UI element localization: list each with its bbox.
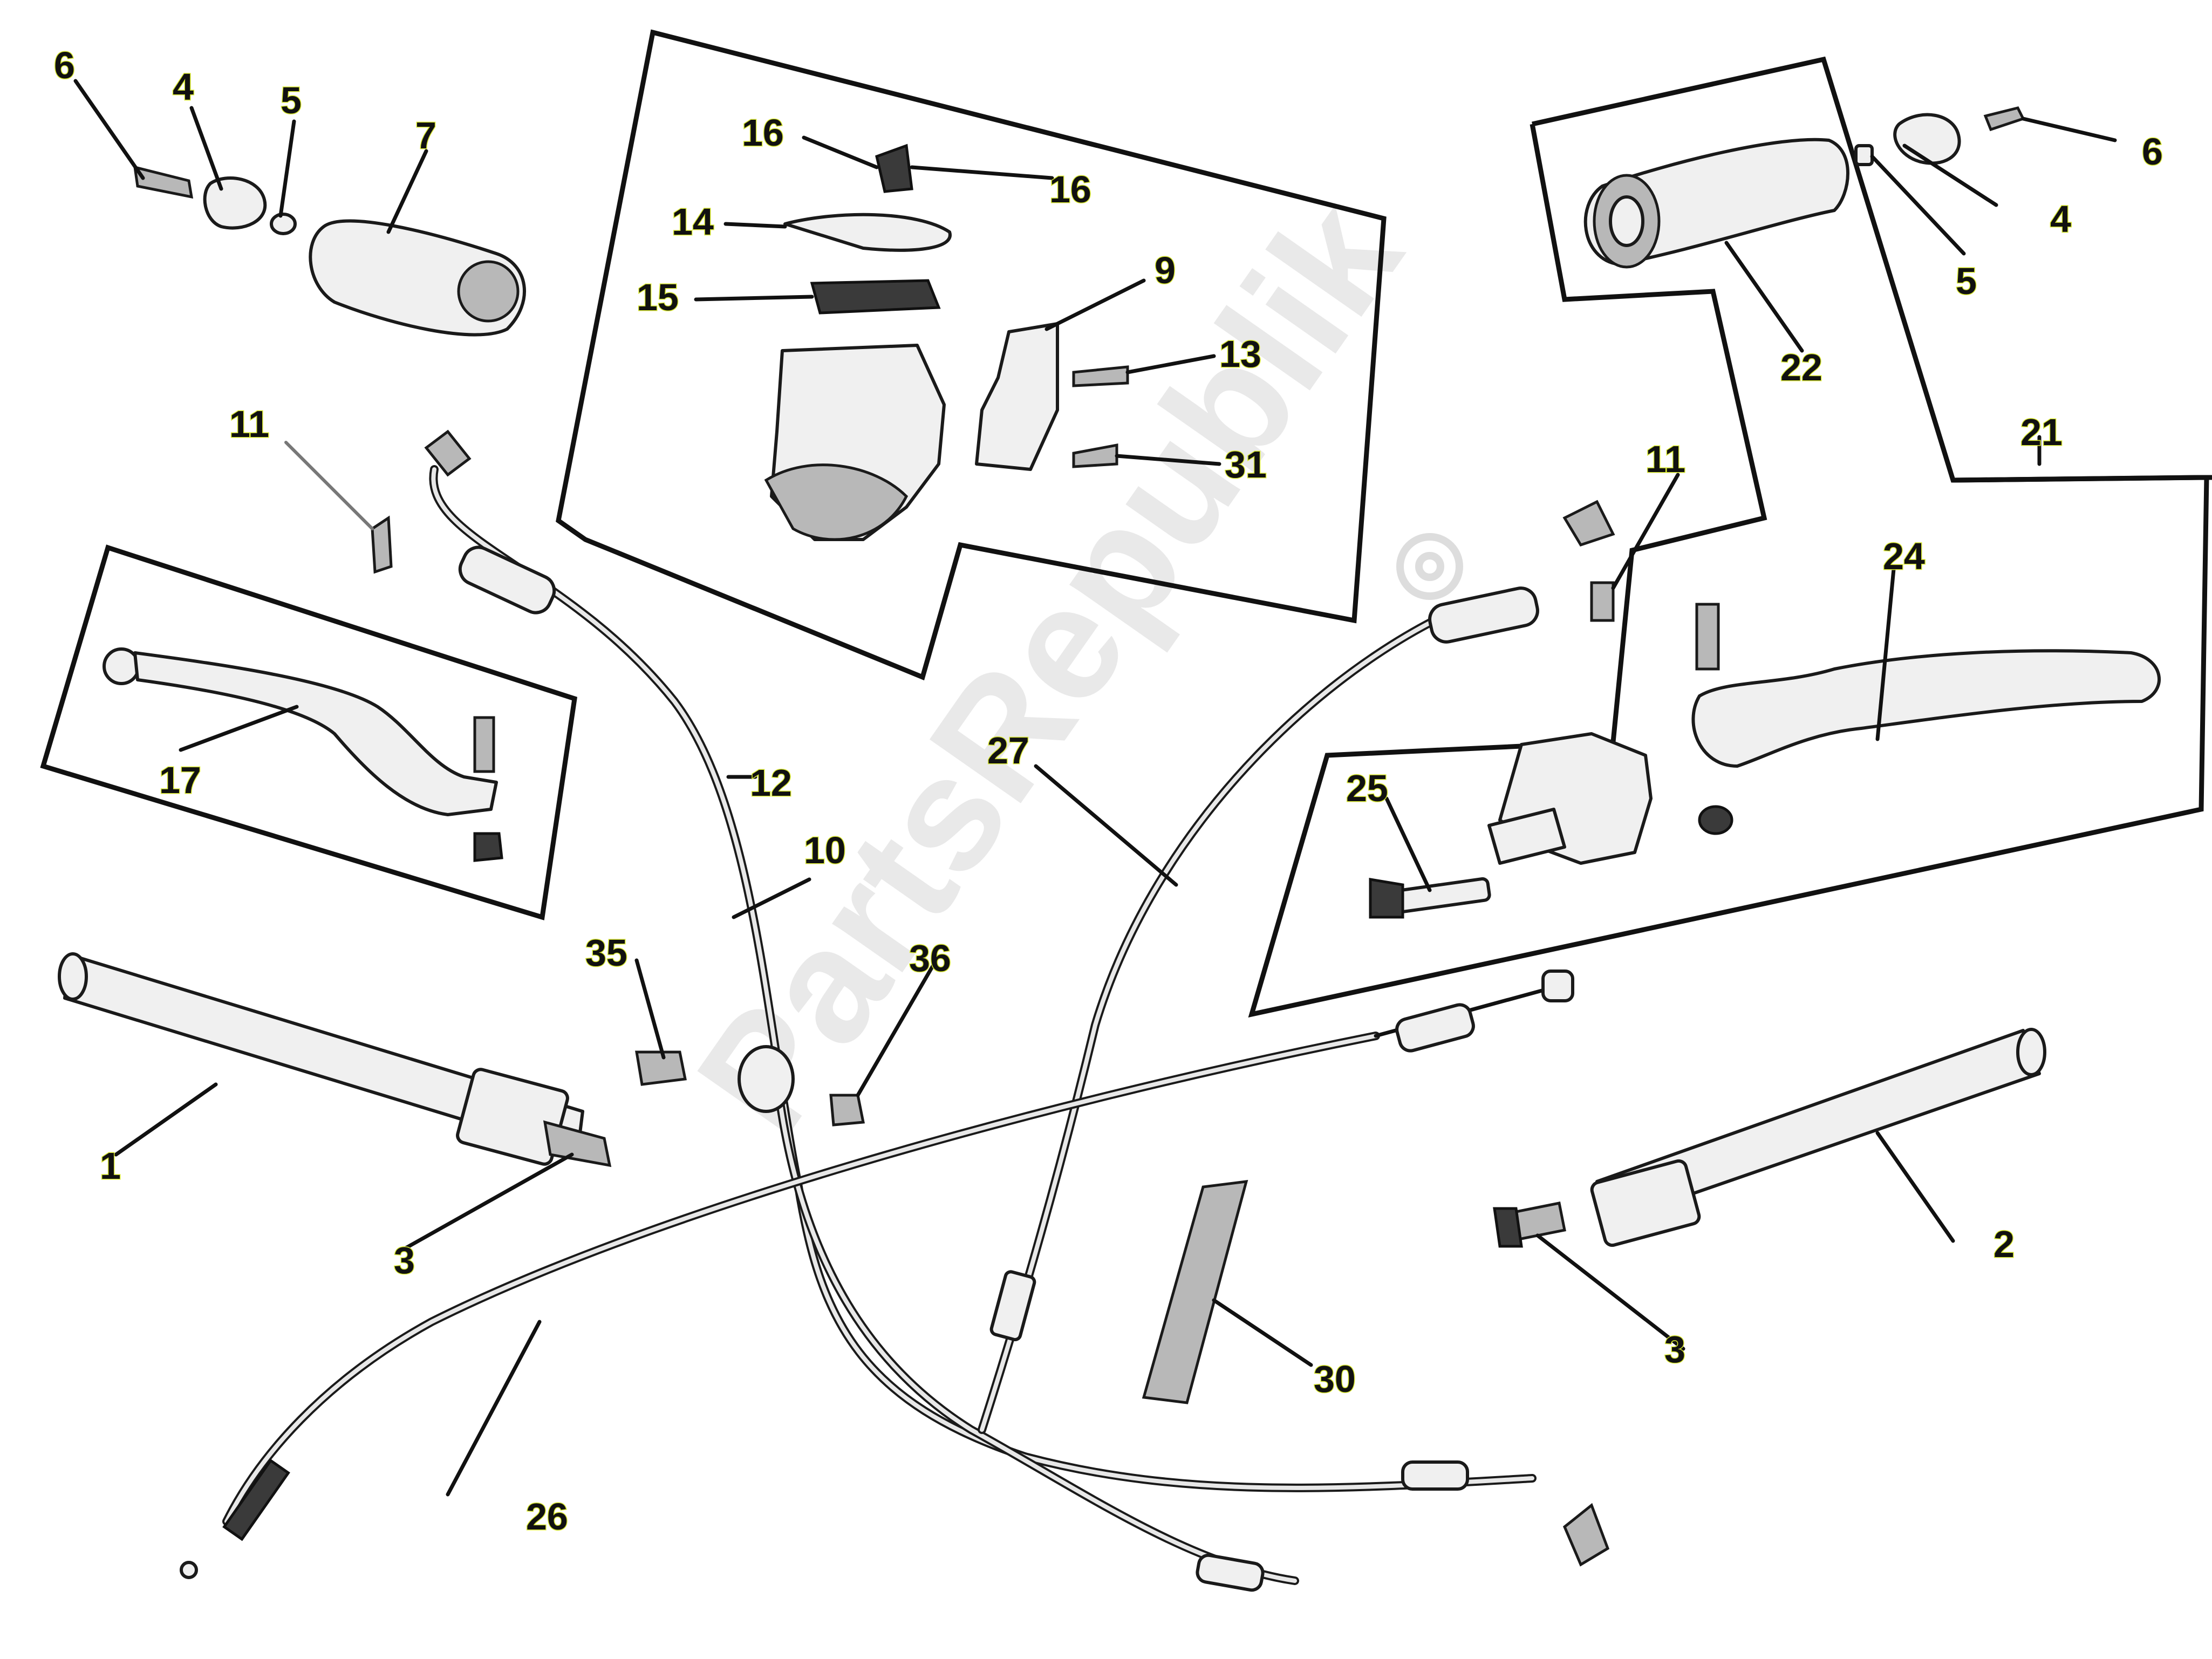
callout-35: 35 [585, 932, 627, 974]
callout-36: 36 [909, 937, 951, 979]
callout-25: 25 [1346, 767, 1388, 809]
lever-17-nut [473, 832, 503, 862]
callout-5-right: 5 [1956, 260, 1977, 302]
left-lever-frame [40, 544, 578, 920]
cable-12-end-banjo [1562, 1503, 1610, 1567]
callout-13: 13 [1219, 333, 1261, 375]
handlebar-right-2-end [2016, 1028, 2046, 1076]
lever-bracket-front [1487, 808, 1566, 865]
cable-10-lower-fitting [1196, 1553, 1265, 1592]
callout-14: 14 [672, 201, 714, 243]
screw-16 [875, 144, 913, 193]
screw-25 [1390, 877, 1491, 914]
callout-4-left: 4 [173, 66, 194, 108]
callout-6-left: 6 [54, 44, 75, 86]
grip-right-22-inner [1609, 195, 1644, 247]
callout-16-a: 16 [742, 112, 784, 154]
cable-junction [738, 1045, 795, 1113]
handlebar-left-1-end [58, 952, 88, 1001]
sleeve-30 [1142, 1180, 1248, 1404]
callout-21: 21 [2020, 411, 2063, 453]
cap-14 [783, 213, 952, 252]
bar-end-weight-right-4 [1893, 113, 1961, 165]
right-grip-parts [1583, 106, 2025, 269]
cable-27-banjo [1562, 500, 1615, 547]
cable-26-end-nipple [1541, 970, 1574, 1002]
leader-lines [73, 79, 2117, 1497]
screw-31 [1072, 443, 1118, 468]
callout-3-right: 3 [1664, 1328, 1685, 1370]
callout-7: 7 [415, 114, 436, 156]
cables [180, 429, 1615, 1592]
left-lever-parts [103, 647, 503, 862]
handlebar-right-2-fitting [1590, 1159, 1701, 1247]
screw-25-head [1369, 878, 1404, 919]
lever-17-pivot-bolt [473, 716, 495, 773]
callout-11-left: 11 [229, 403, 269, 445]
callout-9: 9 [1155, 249, 1176, 291]
lever-17 [133, 651, 498, 816]
callout-6-right: 6 [2142, 131, 2163, 173]
right-grip-frame [1532, 56, 2212, 483]
handlebars [58, 952, 2046, 1248]
callout-labels: 6 4 5 7 16 16 14 15 9 13 31 11 11 17 12 … [53, 44, 2164, 1539]
grip-left-end [457, 260, 520, 323]
bar-end-weight-left [203, 176, 267, 230]
handlebar-left-bolt [543, 1120, 612, 1168]
clamp-9 [975, 322, 1059, 471]
master-cylinder-lower [764, 463, 909, 541]
callout-24: 24 [1883, 535, 1925, 577]
clip-11-left [371, 515, 393, 574]
left-grip-parts [133, 165, 526, 337]
screw-13 [1072, 365, 1129, 387]
callout-16-b: 16 [1049, 168, 1091, 210]
master-cylinder-frame [556, 29, 1387, 681]
watermark-text: PartsRepublik [662, 167, 1436, 1164]
callout-30: 30 [1314, 1358, 1356, 1400]
callout-27: 27 [987, 729, 1029, 772]
cable-12-banjo [424, 429, 472, 477]
cable-27-adjuster [989, 1270, 1036, 1341]
watermark-gear-icon [1396, 533, 1463, 600]
callout-22: 22 [1780, 346, 1822, 388]
cable-26-adjuster [1395, 1003, 1475, 1053]
watermark: PartsRepublik [662, 167, 1463, 1164]
callout-26: 26 [526, 1496, 568, 1538]
callout-11-right: 11 [1646, 438, 1685, 480]
callout-1: 1 [100, 1145, 121, 1187]
callout-15: 15 [637, 276, 679, 318]
bar-end-screw-right-6 [1983, 106, 2025, 132]
callout-5-left: 5 [281, 79, 302, 121]
callout-2: 2 [1993, 1223, 2015, 1265]
spacer-right-5 [1854, 144, 1874, 166]
cable-26-eyelet [180, 1561, 198, 1579]
callout-17: 17 [159, 759, 201, 801]
right-lever-parts [1369, 603, 2161, 919]
diaphragm-15 [810, 279, 941, 315]
callout-3-left: 3 [394, 1239, 415, 1281]
cable-27-end-fitting [1428, 586, 1539, 644]
cable-12-end-fitting [458, 545, 556, 615]
callout-4-right: 4 [2050, 198, 2071, 240]
callout-31: 31 [1225, 443, 1267, 486]
lever-bolt [1695, 603, 1720, 671]
bar-end-screw-left [133, 165, 194, 199]
clip-11-right [1590, 581, 1615, 622]
misc-parts [371, 515, 1615, 1404]
cable-10 [773, 1075, 1299, 1585]
lever-24-nut [1698, 805, 1733, 835]
spacer-left [270, 213, 297, 235]
clip-35 [635, 1050, 687, 1086]
master-cylinder-parts [764, 144, 1129, 541]
cable-12-lower-fitting [1401, 1460, 1469, 1491]
lever-24 [1691, 649, 2161, 768]
cable-26-spring [222, 1458, 290, 1541]
callout-10: 10 [804, 829, 846, 871]
clip-36 [829, 1094, 865, 1127]
callout-12: 12 [750, 762, 792, 804]
handlebar-right-bolt-head [1493, 1207, 1523, 1248]
